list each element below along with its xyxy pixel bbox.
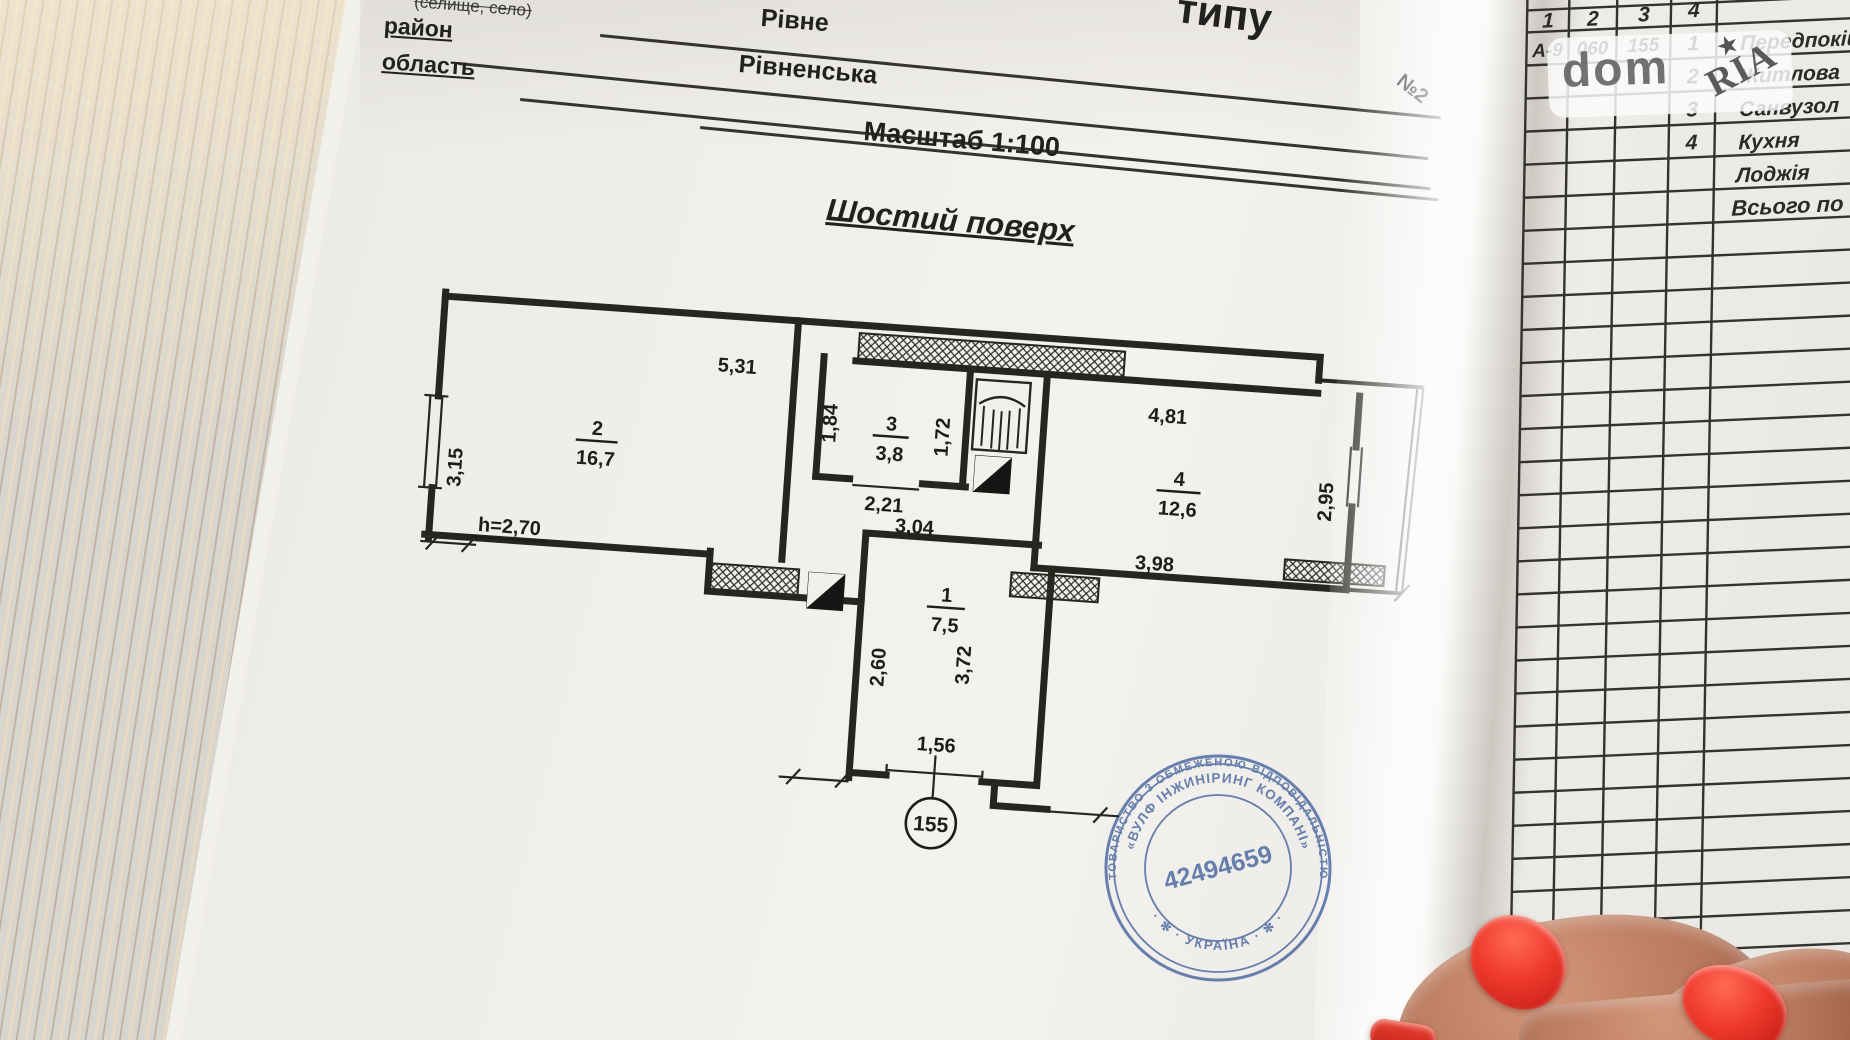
room2-area: 16,7 [575, 447, 615, 472]
vent-shaft-icon [805, 454, 1013, 612]
row6-total: Всього по [1731, 191, 1844, 221]
paper-shading [360, 0, 1360, 150]
dim-2-60: 2,60 [866, 647, 891, 687]
dim-1-84: 1,84 [818, 402, 843, 443]
stamp-code: 42494659 [1161, 840, 1276, 896]
dim-2-21: 2,21 [864, 493, 904, 518]
ceiling-height: h=2,70 [477, 514, 541, 540]
room1-number: 1 [940, 584, 953, 607]
dim-3-04: 3,04 [894, 515, 935, 540]
room2-number: 2 [591, 418, 604, 441]
dim-1-72: 1,72 [930, 417, 955, 457]
row4-name: Кухня [1738, 129, 1800, 155]
svg-text:· ✻ · УКРАЇНА · ✻ ·: · ✻ · УКРАЇНА · ✻ · [1149, 910, 1288, 953]
room3-number: 3 [885, 413, 898, 436]
room-fraction-bars [470, 434, 1201, 611]
stamp-country-text: · ✻ · УКРАЇНА · ✻ · [1149, 910, 1286, 953]
watermark-dom-text: dom [1560, 41, 1671, 98]
col-number-3: 3 [1638, 3, 1650, 27]
dim-4-81: 4,81 [1148, 404, 1188, 429]
col-number-2: 2 [1586, 7, 1599, 31]
room3-area: 3,8 [875, 443, 904, 467]
watermark-ria-logo: RIA [1699, 33, 1784, 106]
table-grid [1507, 0, 1850, 1040]
room1-area: 7,5 [930, 614, 959, 638]
apartment-number-badge: 155 [904, 796, 958, 850]
row4-no: 4 [1685, 131, 1698, 155]
dim-1-56: 1,56 [916, 733, 956, 758]
summary-table: № 1 1 2 3 4 А-9 060 155 1 Передпокій 2 Ж… [1507, 0, 1850, 1040]
watermark: dom ★ RIA [1546, 27, 1794, 119]
summary-table-page: № 1 1 2 3 4 А-9 060 155 1 Передпокій 2 Ж… [1330, 0, 1850, 1040]
room4-area: 12,6 [1157, 497, 1197, 522]
settlement-value: Рівне [759, 4, 830, 38]
district-label: район [383, 12, 454, 43]
dim-3-72: 3,72 [952, 645, 977, 685]
row5-loggia: Лоджія [1734, 161, 1810, 187]
room4-number: 4 [1173, 468, 1187, 491]
dim-3-15: 3,15 [443, 447, 468, 487]
dim-5-31: 5,31 [717, 354, 757, 379]
plan-dimensions: 5,31 3,15 2 16,7 h=2,70 1,84 3 3,8 1,72 … [443, 354, 1338, 758]
apartment-number: 155 [912, 812, 949, 837]
col-number-1: 1 [1542, 9, 1554, 33]
sink-icon [970, 378, 1033, 455]
dim-3-98: 3,98 [1134, 552, 1174, 577]
company-stamp: ТОВАРИСТВО З ОБМЕЖЕНОЮ ВІДПОВІДАЛЬНІСТЮ … [1104, 754, 1332, 982]
col-number-4: 4 [1687, 0, 1700, 22]
